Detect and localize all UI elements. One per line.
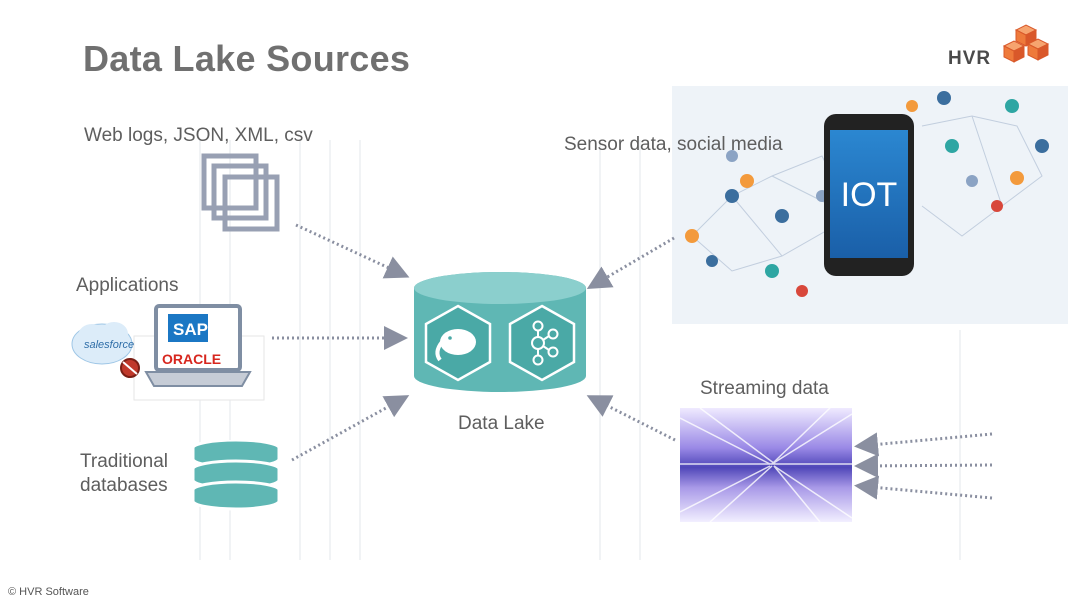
arrow-sensor	[586, 236, 675, 290]
data-lake-label: Data Lake	[458, 413, 545, 434]
slide-title: Data Lake Sources	[83, 38, 411, 79]
web-logs-label: Web logs, JSON, XML, csv	[84, 125, 313, 146]
arrow-stream-in-1	[854, 432, 993, 457]
traditional-db-label-line2: databases	[80, 475, 168, 496]
iot-network-graphic	[685, 91, 1049, 297]
iot-screen-text: IOT	[840, 176, 898, 214]
database-stack-icon	[191, 440, 281, 511]
arrow-stream-in-3	[854, 475, 993, 500]
salesforce-cloud-icon: salesforce	[71, 322, 134, 365]
applications-graphic: salesforce SAP ORACLE	[71, 304, 265, 401]
documents-stack-icon	[201, 153, 280, 232]
traditional-db-label-line1: Traditional	[80, 451, 169, 472]
hvr-logo: HVR	[946, 22, 1050, 69]
streaming-image	[680, 408, 852, 522]
iot-image: IOT	[672, 86, 1068, 324]
arrow-web-logs	[295, 223, 410, 279]
light-streaks-graphic	[680, 408, 852, 522]
kafka-icon	[508, 304, 576, 382]
laptop-icon: SAP ORACLE	[144, 304, 252, 387]
arrow-stream-in-2	[854, 453, 993, 478]
applications-label: Applications	[76, 275, 179, 296]
footer-copyright: © HVR Software	[8, 586, 89, 598]
sensor-label: Sensor data, social media	[564, 134, 783, 155]
data-lake-cylinder	[414, 272, 586, 392]
sap-logo-text: SAP	[173, 320, 208, 339]
smartphone-icon: IOT	[824, 114, 914, 276]
hvr-logo-text: HVR	[948, 48, 992, 69]
streaming-label: Streaming data	[700, 378, 829, 399]
salesforce-logo-text: salesforce	[84, 339, 134, 351]
arrow-streaming	[586, 395, 676, 442]
oracle-logo-text: ORACLE	[162, 351, 221, 367]
hadoop-elephant-icon	[424, 304, 492, 382]
hvr-cubes-icon	[1002, 24, 1050, 63]
arrow-databases	[291, 395, 410, 462]
